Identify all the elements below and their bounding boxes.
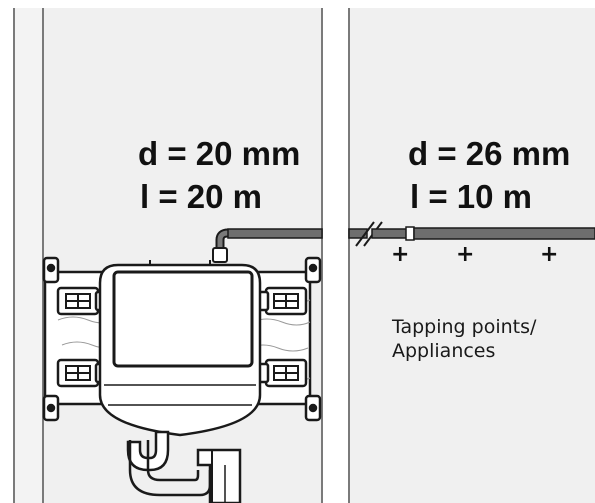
pipe-20mm [212,228,368,263]
drain-trap [126,430,242,503]
pipe-26mm [371,226,595,241]
tapping-caption-line-1: Tapping points/ [392,316,537,338]
section-1-length: l = 20 m [140,178,262,215]
wall-panels [13,8,595,503]
tapping-point-marker: + [540,242,559,267]
tapping-point-marker: + [456,242,475,267]
section-2-diameter: d = 26 mm [408,135,571,172]
tank-unit [98,260,262,437]
tapping-point-marker: + [391,242,410,267]
section-2-length: l = 10 m [410,178,532,215]
tapping-caption-line-2: Appliances [392,340,496,362]
section-1-diameter: d = 20 mm [138,135,301,172]
